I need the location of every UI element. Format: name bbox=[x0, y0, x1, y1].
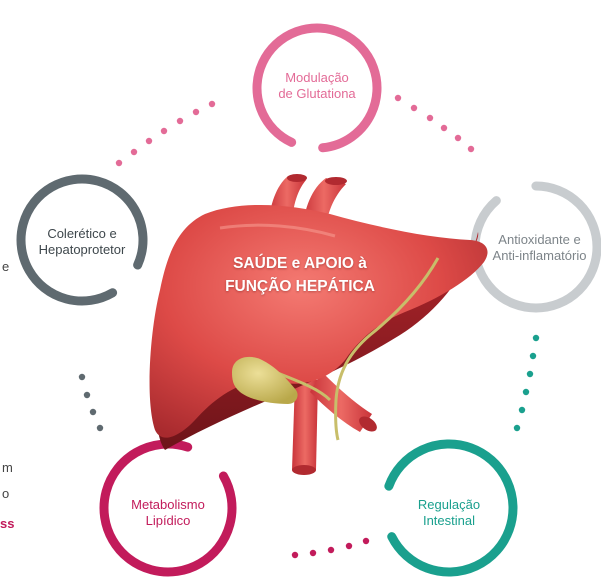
connector-antioxidante-regulacao bbox=[514, 335, 539, 431]
liver-body bbox=[150, 205, 488, 438]
liver-illustration bbox=[150, 174, 488, 475]
node-coleretico-label: Colerético e Hepatoprotetor bbox=[27, 226, 137, 258]
cutoff-text-4: ss bbox=[0, 516, 14, 532]
cutoff-text-2: m bbox=[2, 460, 13, 476]
node-antioxidante-label: Antioxidante e Anti-inflamatório bbox=[482, 232, 597, 264]
node-glutationa-label: Modulação de Glutationa bbox=[257, 70, 377, 102]
cutoff-text-3: o bbox=[2, 486, 9, 502]
center-title: SAÚDE e APOIO à FUNÇÃO HEPÁTICA bbox=[195, 252, 405, 298]
node-metabolismo-label: Metabolismo Lipídico bbox=[113, 497, 223, 529]
node-regulacao-label: Regulação Intestinal bbox=[399, 497, 499, 529]
connector-glutationa-antioxidante bbox=[395, 95, 474, 152]
center-title-line2: FUNÇÃO HEPÁTICA bbox=[195, 275, 405, 298]
connector-metabolismo-coleretico bbox=[79, 374, 103, 431]
center-title-line1: SAÚDE e APOIO à bbox=[195, 252, 405, 275]
connector-coleretico-glutationa bbox=[116, 101, 215, 166]
cutoff-text-1: e bbox=[2, 259, 9, 275]
connector-regulacao-metabolismo bbox=[292, 538, 369, 558]
